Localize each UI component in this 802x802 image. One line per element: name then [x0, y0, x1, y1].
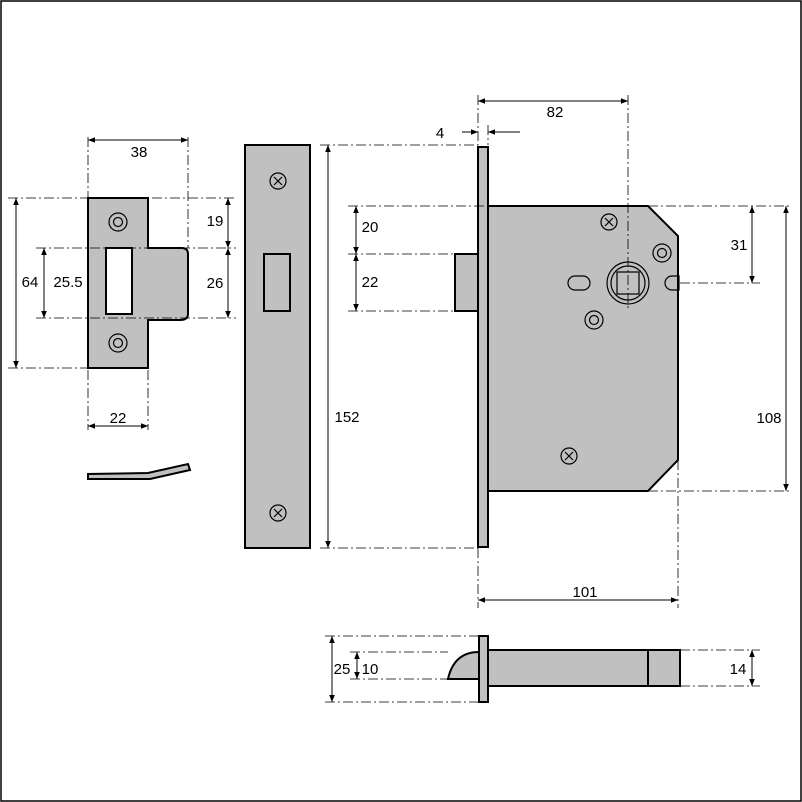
latch-slot [263, 253, 291, 312]
latch-bolt [454, 253, 481, 312]
screw-icon [269, 172, 287, 190]
dim-label-case-height: 108 [756, 410, 781, 427]
extension-lines [8, 95, 790, 703]
dim-label-spindle-top: 31 [731, 237, 748, 254]
strike-plate [87, 197, 189, 369]
dim-label-backset: 82 [547, 104, 564, 121]
screw-hole-icon [108, 212, 128, 232]
dim-label-strike-height: 64 [22, 274, 39, 291]
dim-label-bolt-plate: 25 [334, 661, 351, 678]
lock-case [454, 146, 680, 548]
dim-label-strike-top: 19 [207, 213, 224, 230]
dimension-labels: 38 64 25.5 19 26 22 152 82 4 20 22 31 10… [22, 104, 782, 678]
dim-label-case-depth: 101 [572, 584, 597, 601]
dim-label-strike-width: 38 [131, 144, 148, 161]
screw-icon [560, 447, 578, 465]
bolt-top-view [446, 635, 681, 703]
screw-hole-icon [652, 243, 672, 263]
screw-icon [600, 213, 618, 231]
screw-hole-icon [108, 333, 128, 353]
dim-label-forend-height: 152 [334, 409, 359, 426]
forend-edge [477, 146, 489, 548]
dim-label-strike-lip: 26 [207, 275, 224, 292]
dim-label-latch-height: 22 [362, 274, 379, 291]
dim-label-strike-opening: 25.5 [53, 274, 82, 291]
dim-label-bolt-gap: 10 [362, 661, 379, 678]
dim-label-bolt-height: 14 [730, 661, 747, 678]
forend-plate [244, 144, 311, 549]
dim-label-latch-top: 20 [362, 219, 379, 236]
screw-icon [269, 504, 287, 522]
dimension-lines [13, 98, 789, 702]
dim-label-forend-thickness: 4 [436, 125, 444, 142]
strike-side-profile [87, 462, 192, 480]
keyhole-slot [567, 275, 591, 291]
case-slot [664, 275, 680, 291]
latch-profile [446, 650, 480, 680]
strike-opening [105, 247, 133, 315]
dim-label-strike-bottom: 22 [110, 410, 127, 427]
screw-hole-icon [584, 310, 604, 330]
